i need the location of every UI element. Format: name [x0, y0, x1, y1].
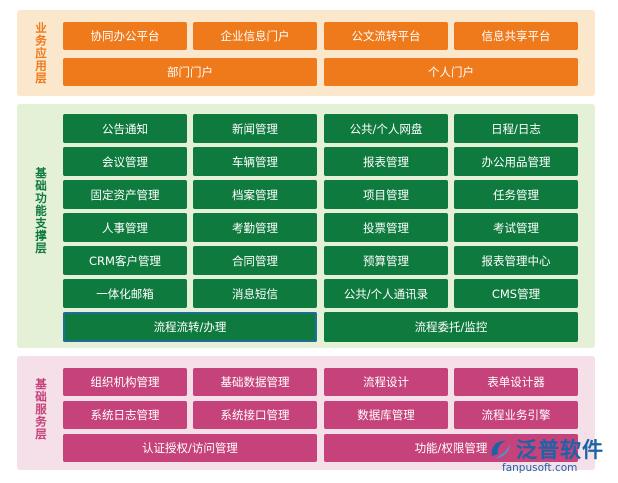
business-application-layer: 业务应用层 协同办公平台 企业信息门户 公文流转平台 信息共享平台 部门门户 个…: [17, 10, 595, 96]
box-org-management: 组织机构管理: [63, 368, 187, 396]
box-enterprise-portal: 企业信息门户: [193, 22, 317, 50]
box-info-share: 信息共享平台: [454, 22, 578, 50]
box-permission: 功能/权限管理: [324, 434, 578, 462]
fanpu-logo: 泛普软件 fanpusoft.com: [488, 434, 613, 478]
box-document-flow: 公文流转平台: [324, 22, 448, 50]
box-meeting: 会议管理: [63, 147, 187, 176]
box-announcement: 公告通知: [63, 114, 187, 143]
box-dept-portal: 部门门户: [63, 58, 317, 86]
box-syslog: 系统日志管理: [63, 401, 187, 429]
box-exam: 考试管理: [454, 213, 578, 242]
box-vehicle: 车辆管理: [193, 147, 317, 176]
box-schedule: 日程/日志: [454, 114, 578, 143]
box-attendance: 考勤管理: [193, 213, 317, 242]
layer-label-svc: 基础服务层: [34, 378, 48, 441]
logo-name: 泛普软件: [516, 438, 604, 462]
box-budget: 预算管理: [324, 246, 448, 275]
box-cms: CMS管理: [454, 279, 578, 308]
box-auth-access: 认证授权/访问管理: [63, 434, 317, 462]
box-base-data: 基础数据管理: [193, 368, 317, 396]
box-database: 数据库管理: [324, 401, 448, 429]
box-news: 新闻管理: [193, 114, 317, 143]
box-form-designer: 表单设计器: [454, 368, 578, 396]
box-contract: 合同管理: [193, 246, 317, 275]
fanpu-logo-icon: [491, 440, 510, 458]
layer-label-app: 业务应用层: [34, 22, 48, 85]
box-sms: 消息短信: [193, 279, 317, 308]
box-task: 任务管理: [454, 180, 578, 209]
box-fixed-assets: 固定资产管理: [63, 180, 187, 209]
layer-label-base: 基础功能支撑层: [34, 167, 48, 255]
box-collab-office: 协同办公平台: [63, 22, 187, 50]
box-workflow-design: 流程设计: [324, 368, 448, 396]
box-hr: 人事管理: [63, 213, 187, 242]
logo-url: fanpusoft.com: [502, 462, 578, 474]
box-archives: 档案管理: [193, 180, 317, 209]
basic-service-layer: 基础服务层 组织机构管理 基础数据管理 流程设计 表单设计器 系统日志管理 系统…: [17, 356, 595, 470]
box-project: 项目管理: [324, 180, 448, 209]
box-voting: 投票管理: [324, 213, 448, 242]
box-personal-portal: 个人门户: [324, 58, 578, 86]
box-workflow-monitor: 流程委托/监控: [324, 312, 578, 342]
box-netdisk: 公共/个人网盘: [324, 114, 448, 143]
box-workflow-handling: 流程流转/办理: [63, 312, 317, 342]
box-report-center: 报表管理中心: [454, 246, 578, 275]
box-workflow-engine: 流程业务引擎: [454, 401, 578, 429]
box-address-book: 公共/个人通讯录: [324, 279, 448, 308]
box-crm: CRM客户管理: [63, 246, 187, 275]
basic-function-layer: 基础功能支撑层 公告通知 新闻管理 公共/个人网盘 日程/日志 会议管理 车辆管…: [17, 104, 595, 348]
box-report: 报表管理: [324, 147, 448, 176]
box-mailbox: 一体化邮箱: [63, 279, 187, 308]
box-office-supplies: 办公用品管理: [454, 147, 578, 176]
box-interface: 系统接口管理: [193, 401, 317, 429]
